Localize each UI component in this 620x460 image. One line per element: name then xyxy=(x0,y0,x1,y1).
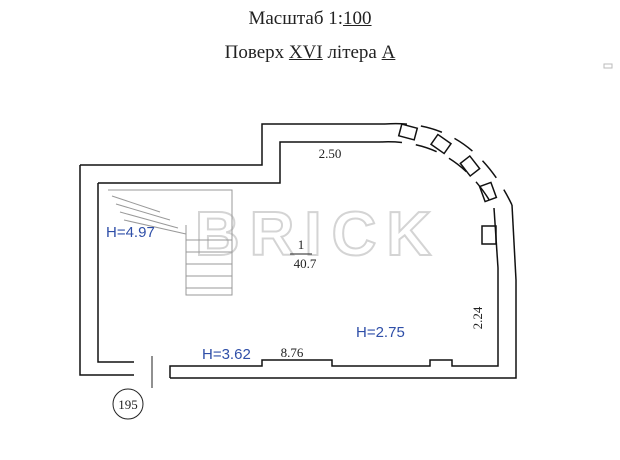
staircase xyxy=(108,189,233,296)
stair-treads-upper xyxy=(111,195,187,235)
room-number: 1 xyxy=(298,237,305,252)
dimension-top: 2.50 xyxy=(319,146,342,161)
stair-treads-lower xyxy=(186,239,232,289)
floor-prefix: Поверх xyxy=(224,42,289,63)
outer-wall-bottom xyxy=(170,280,517,379)
height-bottom-right: H=2.75 xyxy=(356,324,405,341)
inner-wall-top xyxy=(98,141,380,184)
marker-label: 195 xyxy=(118,397,138,412)
window-2 xyxy=(429,133,453,155)
room-area: 40.7 xyxy=(294,256,317,271)
floor-heading: Поверх XVI літера А xyxy=(0,42,620,64)
window-3 xyxy=(459,154,481,178)
walls xyxy=(79,122,517,379)
dimension-bottom: 8.76 xyxy=(281,345,304,360)
outer-wall-right xyxy=(511,204,517,281)
outer-wall-curve xyxy=(384,122,513,206)
inner-wall-curve xyxy=(379,141,495,209)
inner-wall-bottom xyxy=(169,268,499,378)
scale-value: 100 xyxy=(343,8,372,29)
window-1 xyxy=(397,123,419,141)
marker-circle xyxy=(112,388,144,420)
building-letter: А xyxy=(381,42,396,63)
height-left: H=4.97 xyxy=(106,224,155,241)
corner-mark xyxy=(603,63,613,69)
dimension-right: 2.24 xyxy=(470,306,485,329)
stair-outline xyxy=(108,189,233,296)
scale-heading: Масштаб 1:100 xyxy=(0,8,620,30)
outer-wall-left xyxy=(79,165,134,376)
window-4 xyxy=(478,181,498,203)
inner-wall-left xyxy=(97,183,134,363)
watermark-text: BRICK xyxy=(195,200,441,269)
window-5 xyxy=(481,225,497,245)
scale-prefix: Масштаб 1: xyxy=(248,8,344,29)
letter-word: літера xyxy=(322,42,382,63)
floor-number: XVI xyxy=(288,42,323,63)
outer-wall-top xyxy=(80,123,385,166)
height-bottom-left: H=3.62 xyxy=(202,346,251,363)
